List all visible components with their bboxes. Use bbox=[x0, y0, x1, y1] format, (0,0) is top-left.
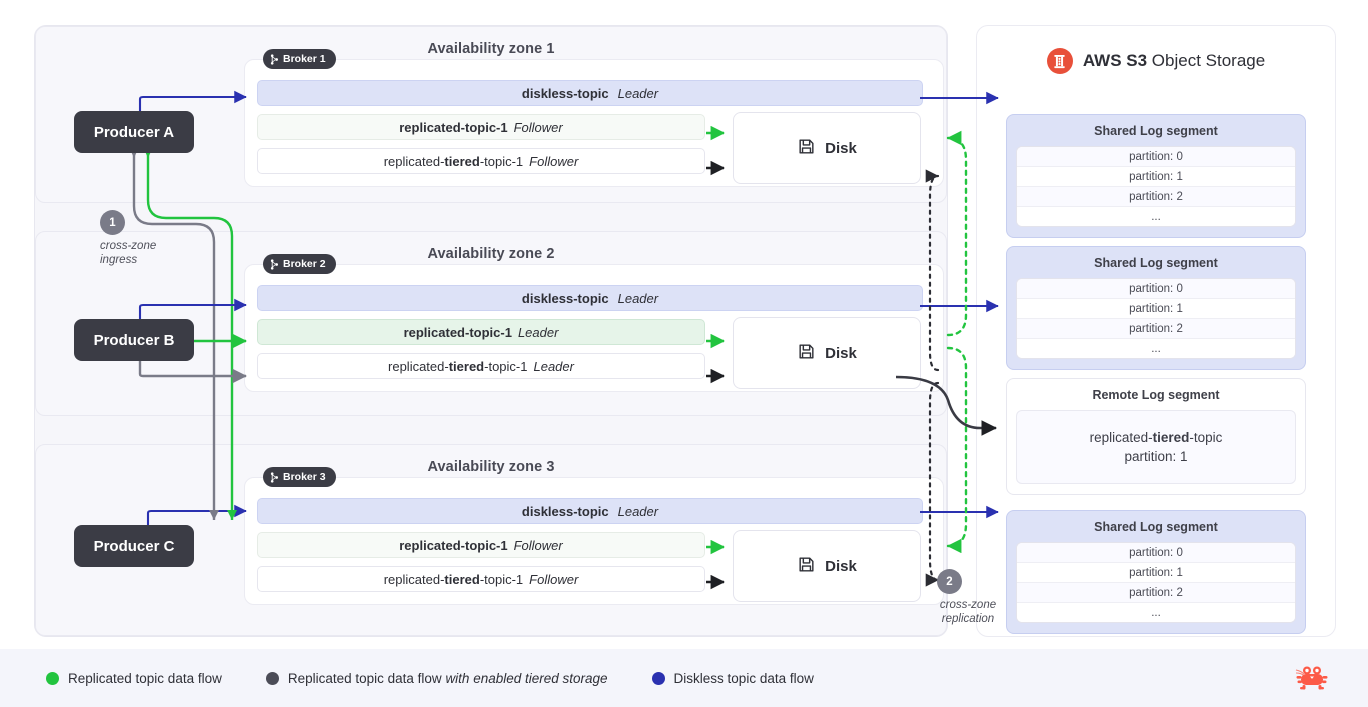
disk-icon bbox=[797, 137, 816, 160]
partition-row: partition: 2 bbox=[1017, 583, 1295, 603]
broker-label: Broker 2 bbox=[283, 258, 326, 270]
step-badge-1: 1 bbox=[100, 210, 125, 235]
disk-box-1: Disk bbox=[733, 112, 921, 184]
partition-row: partition: 1 bbox=[1017, 299, 1295, 319]
legend-bar: Replicated topic data flow Replicated to… bbox=[0, 649, 1368, 707]
partition-row: partition: 0 bbox=[1017, 147, 1295, 167]
zone-title: Availability zone 3 bbox=[427, 459, 555, 475]
partition-row: partition: 2 bbox=[1017, 187, 1295, 207]
producer-b[interactable]: Producer B bbox=[74, 319, 194, 361]
shared-log-segment-3: Shared Log segment partition: 0 partitio… bbox=[1006, 510, 1306, 634]
remote-log-segment: Remote Log segment replicated-tiered-top… bbox=[1006, 378, 1306, 495]
kafka-icon bbox=[270, 258, 279, 270]
partition-row: ... bbox=[1017, 603, 1295, 622]
broker-badge-2: Broker 2 bbox=[263, 254, 336, 274]
aws-s3-icon bbox=[1046, 48, 1073, 74]
legend-dot-dark bbox=[265, 671, 279, 685]
broker-badge-1: Broker 1 bbox=[263, 49, 336, 69]
wire-replication-green-up bbox=[946, 130, 968, 337]
kafka-icon bbox=[270, 471, 279, 483]
disk-box-3: Disk bbox=[733, 530, 921, 602]
availability-zone-3: Availability zone 3 Broker 3 bbox=[35, 444, 947, 636]
producer-label: Producer C bbox=[93, 537, 175, 555]
partition-list: partition: 0 partition: 1 partition: 2 .… bbox=[1016, 542, 1296, 623]
legend-items: Replicated topic data flow Replicated to… bbox=[46, 671, 814, 686]
crab-logo bbox=[1290, 663, 1334, 693]
partition-row: ... bbox=[1017, 339, 1295, 358]
wire-replication-green-down bbox=[946, 346, 968, 554]
step-badge-2: 2 bbox=[937, 569, 962, 594]
remote-segment-body: replicated-tiered-topic partition: 1 bbox=[1016, 410, 1296, 484]
partition-row: partition: 0 bbox=[1017, 543, 1295, 563]
partition-row: partition: 1 bbox=[1017, 167, 1295, 187]
partition-row: partition: 0 bbox=[1017, 279, 1295, 299]
disk-icon bbox=[797, 555, 816, 578]
producer-label: Producer B bbox=[93, 331, 175, 349]
legend-item-diskless: Diskless topic data flow bbox=[651, 670, 814, 686]
shared-log-segment-1: Shared Log segment partition: 0 partitio… bbox=[1006, 114, 1306, 238]
partition-row: partition: 2 bbox=[1017, 319, 1295, 339]
legend-label: Diskless topic data flow bbox=[673, 670, 814, 686]
storage-title: AWS S3 Object Storage bbox=[977, 48, 1335, 74]
legend-dot-blue bbox=[651, 671, 665, 685]
object-storage-panel: AWS S3 Object Storage Shared Log segment… bbox=[976, 25, 1336, 637]
kafka-icon bbox=[270, 53, 279, 65]
legend-item-replicated: Replicated topic data flow bbox=[46, 671, 222, 686]
broker-label: Broker 3 bbox=[283, 471, 326, 483]
zone-title: Availability zone 1 bbox=[427, 41, 555, 57]
legend-label: Replicated topic data flow bbox=[68, 670, 222, 686]
legend-item-tiered: Replicated topic data flow with enabled … bbox=[265, 670, 608, 686]
producer-label: Producer A bbox=[93, 123, 175, 141]
producer-c[interactable]: Producer C bbox=[74, 525, 194, 567]
zone-title: Availability zone 2 bbox=[427, 246, 555, 262]
broker-label: Broker 1 bbox=[283, 53, 326, 65]
legend-label: Replicated topic data flow with enabled … bbox=[287, 670, 608, 686]
producer-a[interactable]: Producer A bbox=[74, 111, 194, 153]
disk-box-2: Disk bbox=[733, 317, 921, 389]
partition-row: ... bbox=[1017, 207, 1295, 226]
shared-log-segment-2: Shared Log segment partition: 0 partitio… bbox=[1006, 246, 1306, 370]
broker-badge-3: Broker 3 bbox=[263, 467, 336, 487]
partition-list: partition: 0 partition: 1 partition: 2 .… bbox=[1016, 278, 1296, 359]
legend-dot-green bbox=[46, 671, 59, 685]
disk-icon bbox=[797, 342, 816, 365]
partition-list: partition: 0 partition: 1 partition: 2 .… bbox=[1016, 146, 1296, 227]
partition-row: partition: 1 bbox=[1017, 563, 1295, 583]
